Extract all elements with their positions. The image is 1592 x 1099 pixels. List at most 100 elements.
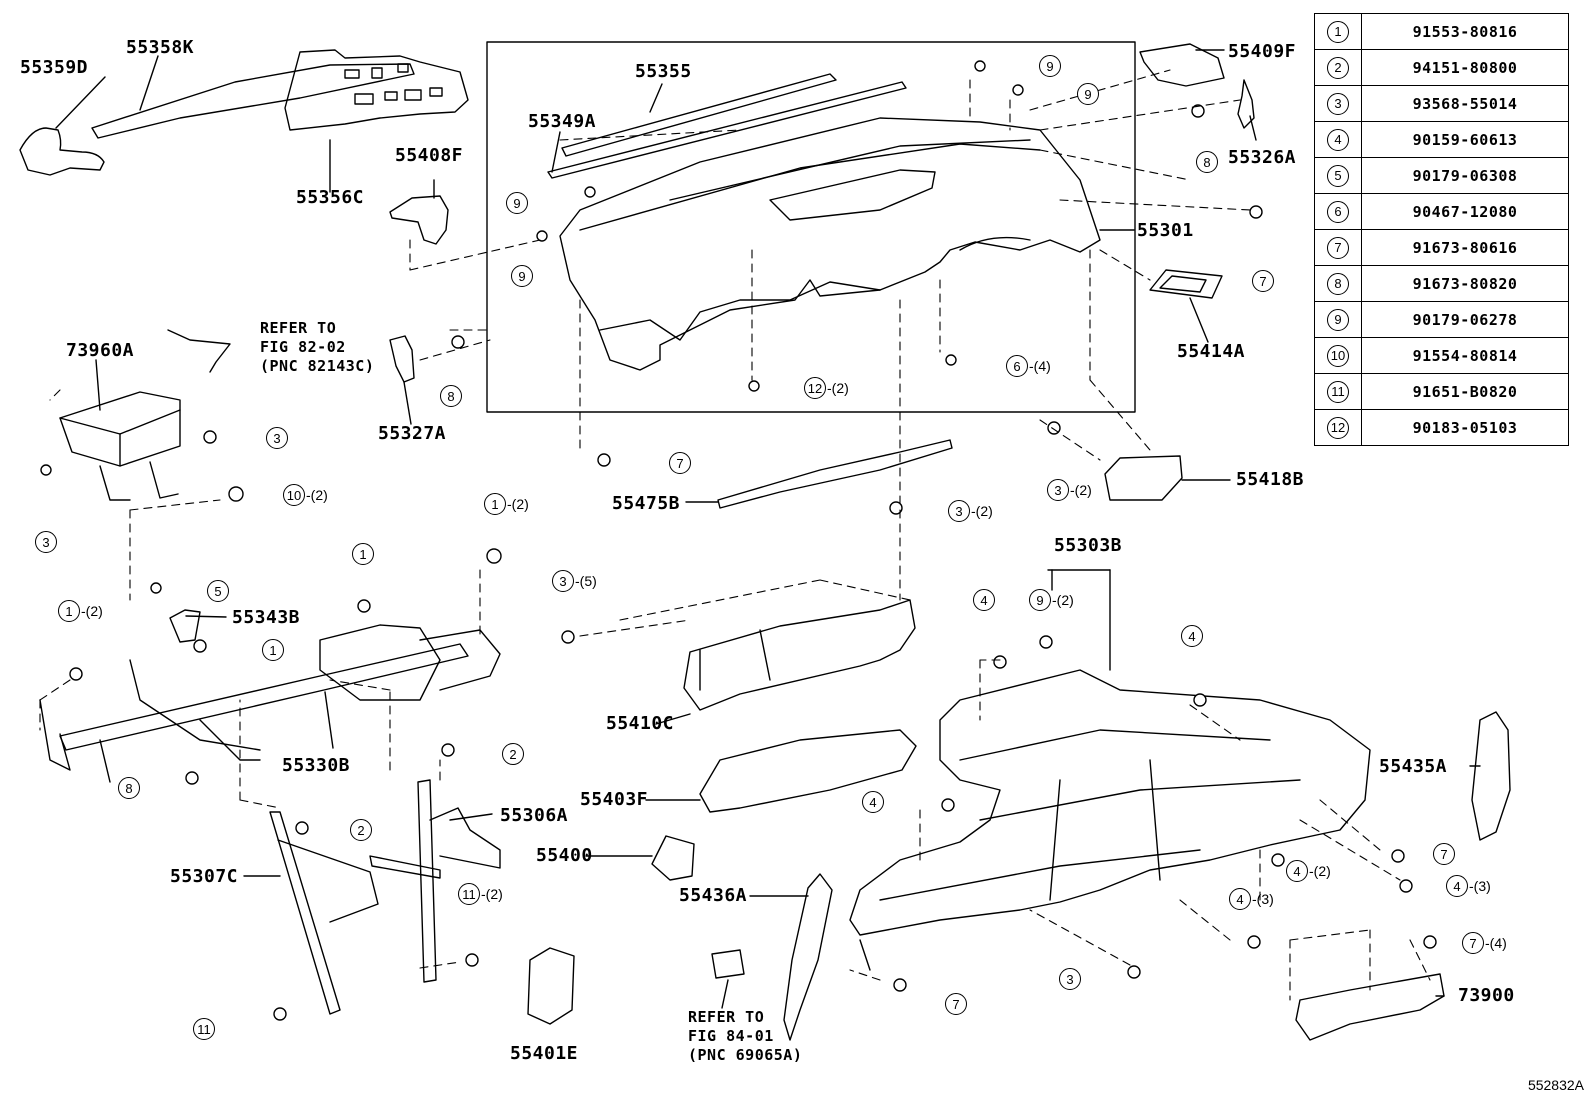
legend-index-cell: 2: [1314, 49, 1362, 86]
part-73900-shape: [1295, 973, 1445, 1041]
callout-number: 7: [1252, 270, 1274, 292]
callout-qty: -(2): [1070, 482, 1092, 498]
callout-number: 3: [1059, 968, 1081, 990]
callout-number: 7: [1462, 932, 1484, 954]
callout-qty: -(2): [1309, 863, 1331, 879]
label-55418B: 55418B: [1236, 469, 1305, 490]
callout: 4-(3): [1229, 888, 1274, 910]
legend-index: 3: [1327, 92, 1349, 115]
refer-note-fig82-line1: REFER TO: [260, 319, 337, 337]
label-55414A: 55414A: [1177, 341, 1246, 362]
callout: 10-(2): [283, 484, 328, 506]
fasteners: [40, 60, 1437, 1021]
part-55356C-holes: [344, 63, 443, 105]
callout-qty: -(2): [481, 886, 503, 902]
refer-note-fig84-line2: FIG 84-01: [688, 1027, 774, 1045]
label-55306A: 55306A: [500, 805, 569, 826]
legend-index: 2: [1327, 56, 1349, 79]
part-55303B-shape: [849, 669, 1371, 936]
label-55356C: 55356C: [296, 187, 365, 208]
label-55400: 55400: [536, 845, 593, 866]
legend-index: 6: [1327, 200, 1349, 223]
part-55327A-shape: [389, 335, 415, 383]
legend-part-number: 90159-60613: [1361, 121, 1569, 158]
part-55326A-shape: [1237, 79, 1255, 129]
leader-lines: [55, 49, 1481, 1009]
callout-number: 9: [506, 192, 528, 214]
part-55301-edge: [669, 139, 1031, 201]
callout-number: 9: [1039, 55, 1061, 77]
callout: 7: [1433, 843, 1456, 865]
label-55349A: 55349A: [528, 111, 597, 132]
callout-qty: -(2): [306, 487, 328, 503]
callout: 7: [1252, 270, 1275, 292]
legend-part-number: 91673-80616: [1361, 229, 1569, 266]
legend-index-cell: 4: [1314, 121, 1362, 158]
figure-id: 552832A: [1527, 1077, 1584, 1093]
part-55301-vent: [769, 169, 936, 221]
legend-index: 11: [1327, 380, 1349, 403]
callout: 3-(5): [552, 570, 597, 592]
callout: 6-(4): [1006, 355, 1051, 377]
part-55359D-shape: [19, 127, 105, 176]
part-55436A-shape: [783, 873, 833, 1041]
label-55475B: 55475B: [612, 493, 681, 514]
legend-index: 1: [1327, 20, 1349, 43]
callout-qty: -(2): [507, 496, 529, 512]
callout-number: 9: [1077, 83, 1099, 105]
callout-number: 3: [266, 427, 288, 449]
refer-note-fig84-line3: (PNC 69065A): [688, 1046, 803, 1064]
label-55401E: 55401E: [510, 1043, 579, 1064]
legend-row: 12 90183-05103: [1314, 409, 1569, 446]
callout-number: 4: [1286, 860, 1308, 882]
part-55301-face: [579, 143, 1041, 231]
callout-number: 8: [440, 385, 462, 407]
callout-number: 9: [511, 265, 533, 287]
callout-number: 1: [262, 639, 284, 661]
callout-number: 6: [1006, 355, 1028, 377]
legend-index-cell: 6: [1314, 193, 1362, 230]
callout: 1-(2): [58, 600, 103, 622]
legend-index-cell: 9: [1314, 301, 1362, 338]
callout: 11-(2): [458, 883, 503, 905]
legend-part-number: 91554-80814: [1361, 337, 1569, 374]
callout: 1-(2): [484, 493, 529, 515]
legend-index-cell: 3: [1314, 85, 1362, 122]
assembly-lines: [39, 69, 1431, 1001]
label-55326A: 55326A: [1228, 147, 1297, 168]
part-55358K-shape: [91, 63, 415, 139]
part-55409F-shape: [1139, 43, 1225, 87]
part-73960A-shape: [59, 391, 181, 467]
legend-part-number: 91553-80816: [1361, 13, 1569, 50]
callout: 5: [207, 580, 230, 602]
label-55408F: 55408F: [395, 145, 464, 166]
callout-qty: -(2): [971, 503, 993, 519]
legend-index: 8: [1327, 272, 1349, 295]
callout-number: 3: [948, 500, 970, 522]
label-55303B: 55303B: [1054, 535, 1123, 556]
callout-number: 3: [35, 531, 57, 553]
callout: 3-(2): [1047, 479, 1092, 501]
callout: 1: [262, 639, 285, 661]
callout-qty: -(4): [1485, 935, 1507, 951]
callout: 7: [669, 452, 692, 474]
legend-index-cell: 12: [1314, 409, 1362, 446]
legend-index: 5: [1327, 164, 1349, 187]
callout-number: 12: [804, 377, 826, 399]
part-55349A-shape: [547, 81, 907, 179]
legend-index: 12: [1327, 416, 1349, 439]
legend-index: 10: [1327, 344, 1349, 367]
callout-number: 5: [207, 580, 229, 602]
legend-index-cell: 5: [1314, 157, 1362, 194]
part-55330B-beam: [59, 643, 469, 751]
legend-part-number: 90183-05103: [1361, 409, 1569, 446]
legend-part-number: 90179-06308: [1361, 157, 1569, 194]
label-73900: 73900: [1458, 985, 1515, 1006]
callout: 3: [35, 531, 58, 553]
